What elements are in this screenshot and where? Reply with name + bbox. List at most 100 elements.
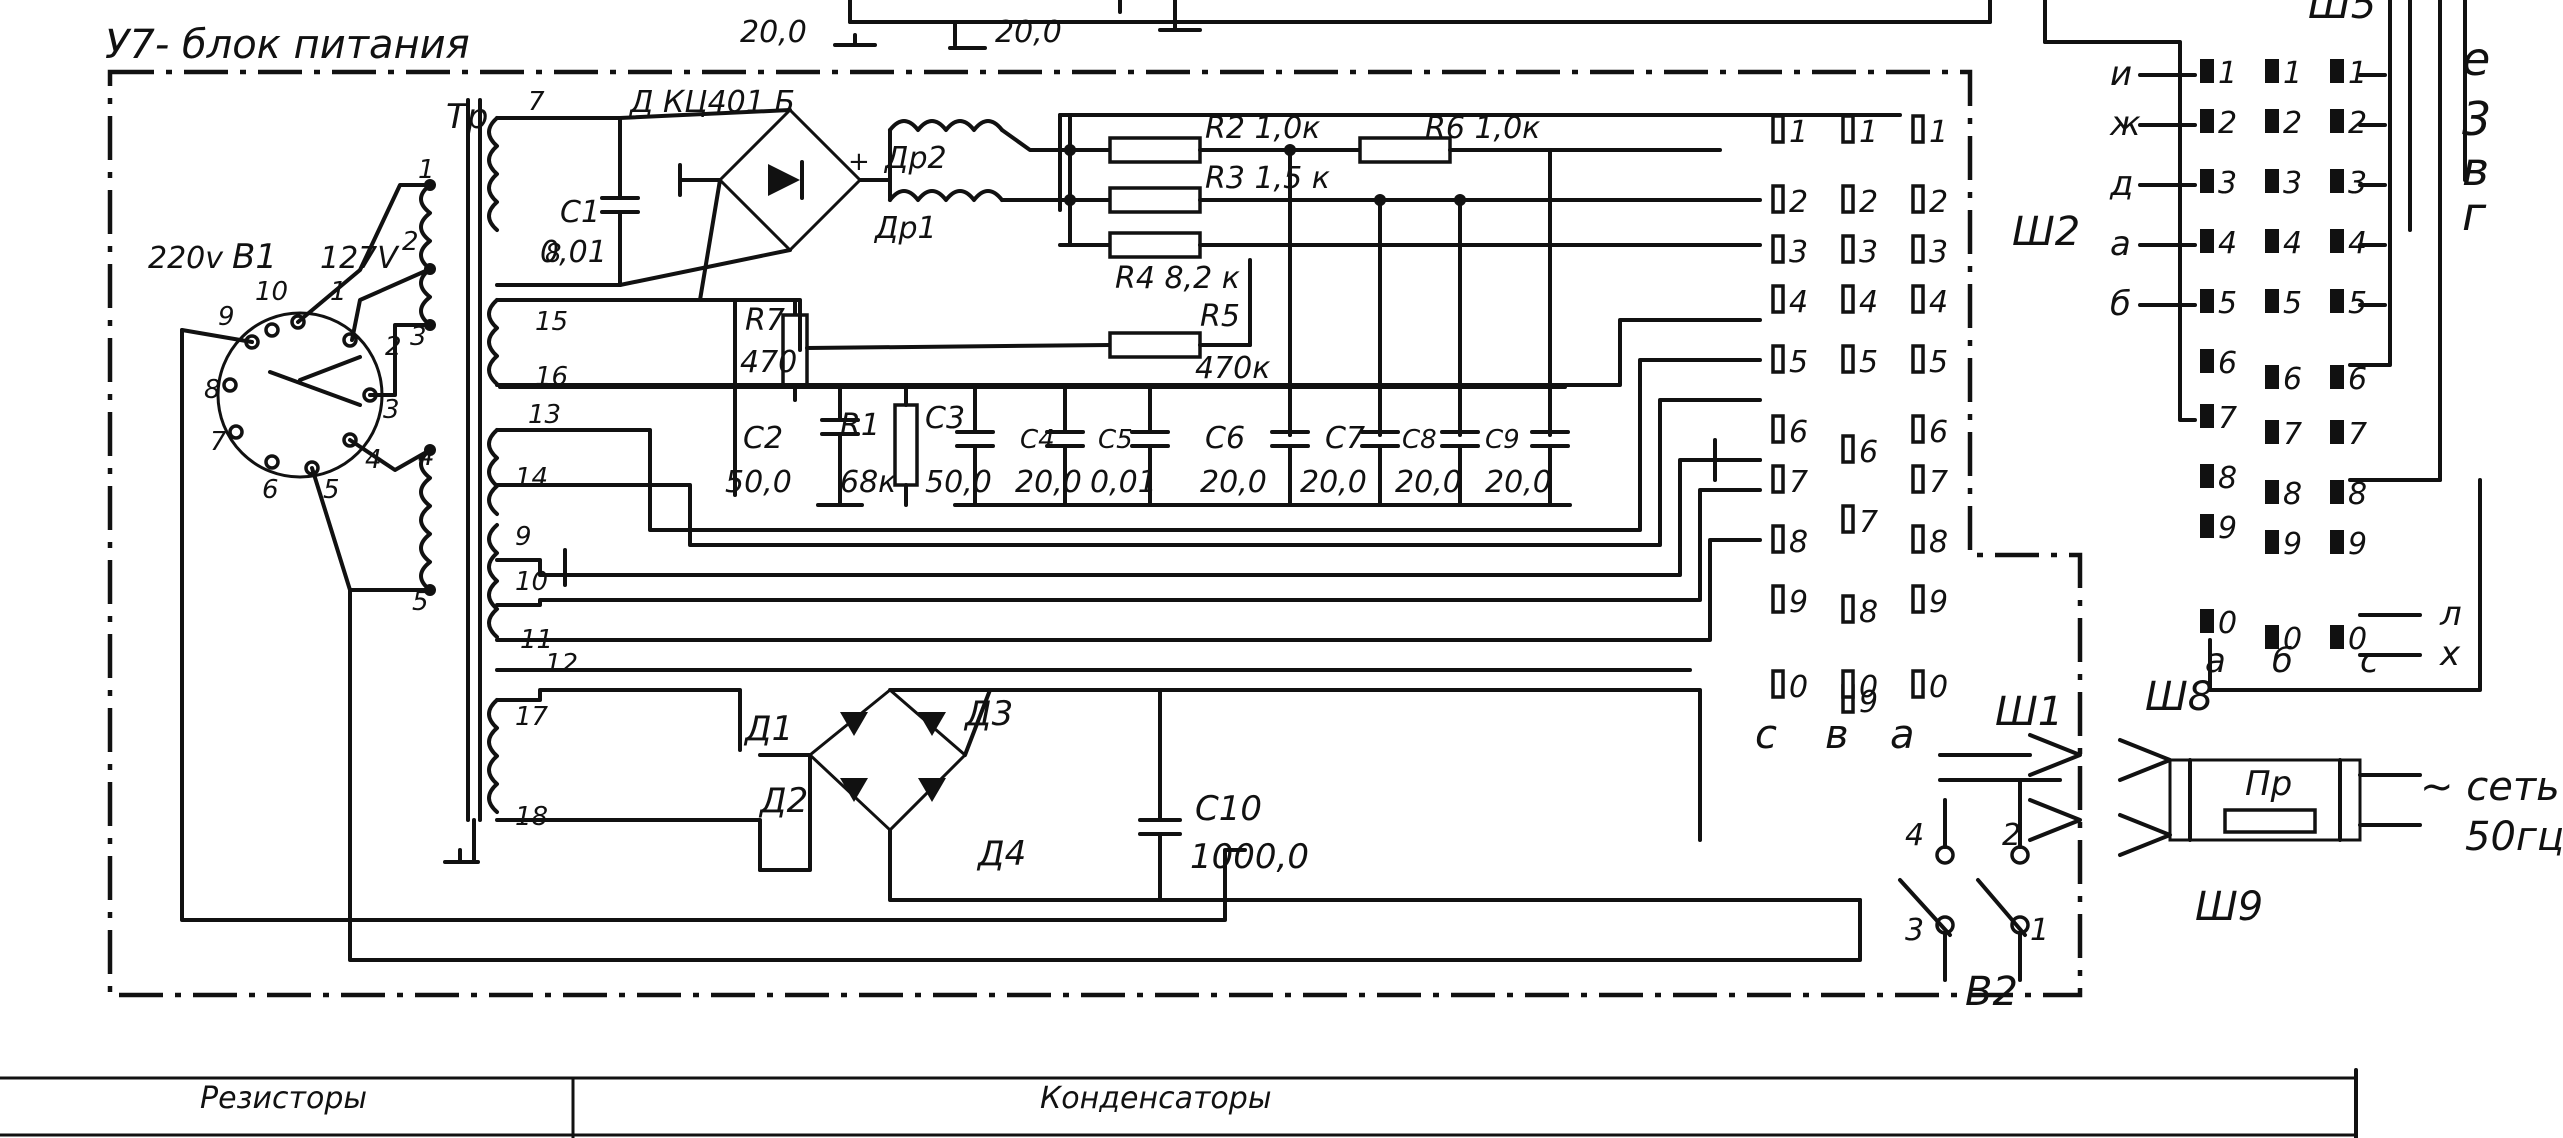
sh5-pin-socket	[2200, 59, 2214, 83]
sh5-pin-socket	[2200, 404, 2214, 428]
selector-pin-6: 6	[262, 475, 279, 505]
sh5-pin-number: 6	[2283, 362, 2302, 397]
sh5-pin-socket	[2330, 229, 2344, 253]
sh2-pin-socket	[1841, 284, 1855, 314]
b2-pin-2: 2	[2002, 818, 2021, 853]
sh2-pin-socket	[1841, 669, 1855, 699]
sh1-label: Ш1	[1995, 689, 2063, 735]
tap-12: 12	[545, 649, 578, 679]
sh5-pin-number: 2	[2218, 106, 2237, 141]
rectifier-section: С1 0,01 Д КЦ401 Б +	[495, 85, 892, 397]
sh2-pin-number: 9	[1789, 585, 1808, 620]
sh2-pin-number: 6	[1789, 415, 1808, 450]
r4-label: R4 8,2 к	[1115, 261, 1240, 296]
sh2-pin-number: 6	[1929, 415, 1948, 450]
sh2-pin-socket	[1771, 234, 1785, 264]
sh2-pin-number: 1	[1859, 115, 1878, 150]
sh5-pin-number: 1	[2218, 56, 2237, 91]
sh5-pin-socket	[2200, 289, 2214, 313]
sh5-pin-socket	[2265, 480, 2279, 504]
sh2-pin-socket	[1911, 184, 1925, 214]
filter-capacitors: С2 50,0 R1 68к С3 50,0 С4 20,0 С5	[498, 385, 1572, 507]
sh5-pin-number: 0	[2283, 622, 2302, 657]
sh5-pin-number: 3	[2283, 166, 2302, 201]
sh5-pin-number: 7	[2348, 417, 2367, 452]
sh5-pin-socket	[2265, 59, 2279, 83]
c5-label: С5	[1098, 425, 1133, 455]
sh2-pin-socket	[1911, 114, 1925, 144]
c8-label: С8	[1402, 425, 1437, 455]
sh2-pin-socket	[1911, 524, 1925, 554]
sh2-pin-number: 7	[1929, 465, 1948, 500]
sh5-pin-number: 8	[2348, 477, 2367, 512]
sh2-pin-number: 1	[1929, 115, 1948, 150]
mains-label: ~ сеть	[2420, 764, 2560, 810]
sh2-pin-number: 3	[1929, 235, 1948, 270]
c10-label: С10	[1195, 789, 1262, 829]
sh5-right-letter: в	[2462, 142, 2489, 196]
transformer-tp: Тр 7 8 15 16 13 14 9 10 11 12 17 18	[419, 87, 578, 864]
sh2-pin-socket	[1771, 584, 1785, 614]
sh5-bottom-letter: с	[2360, 641, 2379, 681]
c8-value: 20,0	[1395, 465, 1462, 500]
c1-label: С1	[560, 195, 600, 230]
sh2-pin-socket	[1911, 669, 1925, 699]
sh2-pin-number: 2	[1789, 185, 1808, 220]
top-cap-value-1: 20,0	[740, 15, 807, 50]
sh5-pin-number: 0	[2348, 622, 2367, 657]
selector-pin-9: 9	[218, 302, 235, 332]
sh2-pin-number: 4	[1859, 285, 1878, 320]
r1-label: R1	[840, 408, 880, 443]
tap-18: 18	[515, 802, 548, 832]
capacitor-row	[953, 385, 1572, 507]
b2-pin-4: 4	[1905, 818, 1924, 853]
sh2-pin-number: 5	[1789, 345, 1808, 380]
sh5-pin-number: 6	[2348, 362, 2367, 397]
sh5-pin-socket	[2265, 420, 2279, 444]
selector-pin-10: 10	[255, 277, 288, 307]
b2-pin-3: 3	[1905, 913, 1924, 948]
c2-value: 50,0	[725, 465, 792, 500]
tap-7: 7	[528, 87, 545, 117]
sh5-pin-socket	[2330, 169, 2344, 193]
unit-frame	[107, 69, 2083, 998]
diode-d3-label: Д3	[963, 694, 1013, 734]
sh5-right-letter: г	[2462, 187, 2487, 241]
diode-d2-label: Д2	[758, 781, 808, 821]
sh5-pin-socket	[2200, 169, 2214, 193]
sh8-label: Ш8	[2145, 674, 2213, 720]
sh5-row-letter: и	[2110, 54, 2132, 94]
sh2-pin-socket	[1771, 414, 1785, 444]
r1-value: 68к	[840, 465, 896, 500]
r5-value: 470к	[1195, 351, 1270, 386]
parts-table: Резисторы Конденсаторы	[0, 1068, 2358, 1138]
sh2-pin-number: 2	[1929, 185, 1948, 220]
sh5-pin-number: 1	[2283, 56, 2302, 91]
sh5-pin-socket	[2265, 289, 2279, 313]
sh2-pin-socket	[1841, 234, 1855, 264]
sh5-pin-socket	[2265, 530, 2279, 554]
sh2-pin-number: 6	[1859, 435, 1878, 470]
selector-pin-7: 7	[210, 427, 227, 457]
sh5-pin-number: 4	[2283, 226, 2302, 261]
c7-value: 20,0	[1300, 465, 1367, 500]
sh5-pin-number: 0	[2218, 606, 2237, 641]
chokes: Др2 Др1	[873, 113, 1062, 246]
sh5-pin-socket	[2200, 514, 2214, 538]
r7-value: 470	[740, 345, 797, 380]
primary-pin-1: 1	[418, 155, 435, 185]
sh5-pin-number: 6	[2218, 346, 2237, 381]
sh2-pin-number: 0	[1929, 670, 1948, 705]
wiring-to-sh2	[495, 298, 1762, 872]
r6-label: R6 1,0к	[1425, 111, 1540, 146]
mains-frequency: 50гц	[2465, 814, 2563, 860]
diode-d1-label: Д1	[743, 709, 793, 749]
sh2-pin-number: 7	[1789, 465, 1808, 500]
sh5-pin-number: 7	[2283, 417, 2302, 452]
c9-label: С9	[1485, 425, 1520, 455]
switch-b2: 4 2 3 1 В2 Ш1	[1898, 689, 2082, 1015]
sh5-pin-socket	[2330, 365, 2344, 389]
sh5-pin-socket	[2265, 365, 2279, 389]
